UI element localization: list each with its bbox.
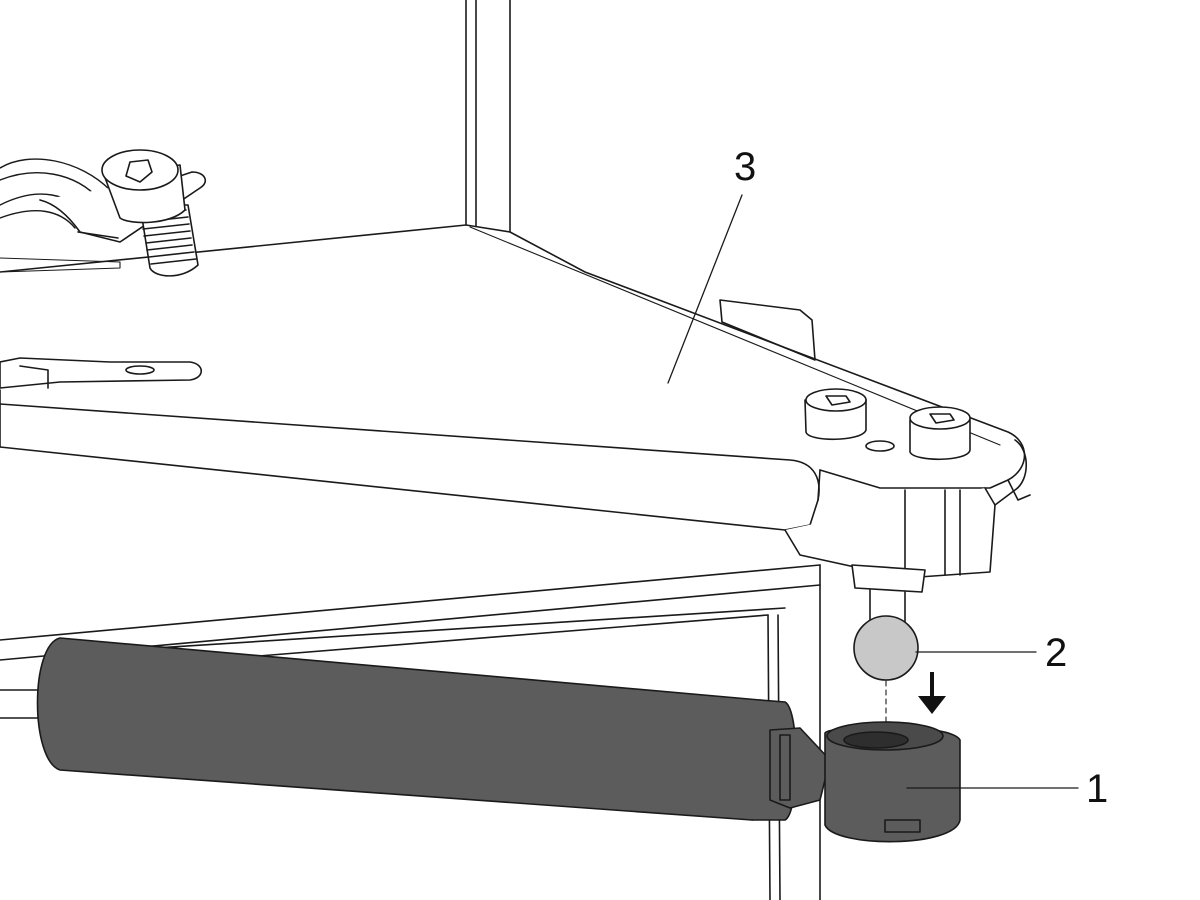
callout-2: 2: [1045, 631, 1067, 675]
leader-lines: [667, 194, 1079, 789]
callout-3: 3: [734, 145, 756, 189]
tab-bracket: [0, 357, 203, 389]
leader-line-3: [667, 194, 743, 384]
arrow-down-icon: [918, 672, 946, 714]
bracket-block: [784, 439, 1031, 579]
cap-screw-left: [804, 388, 867, 441]
clamp-screw: [101, 149, 199, 277]
cap-screw-right: [865, 406, 971, 461]
back-wall-panel: [465, 0, 511, 233]
gas-damper: [36, 637, 961, 843]
ball-stud: [851, 564, 926, 729]
callout-1: 1: [1086, 767, 1108, 811]
